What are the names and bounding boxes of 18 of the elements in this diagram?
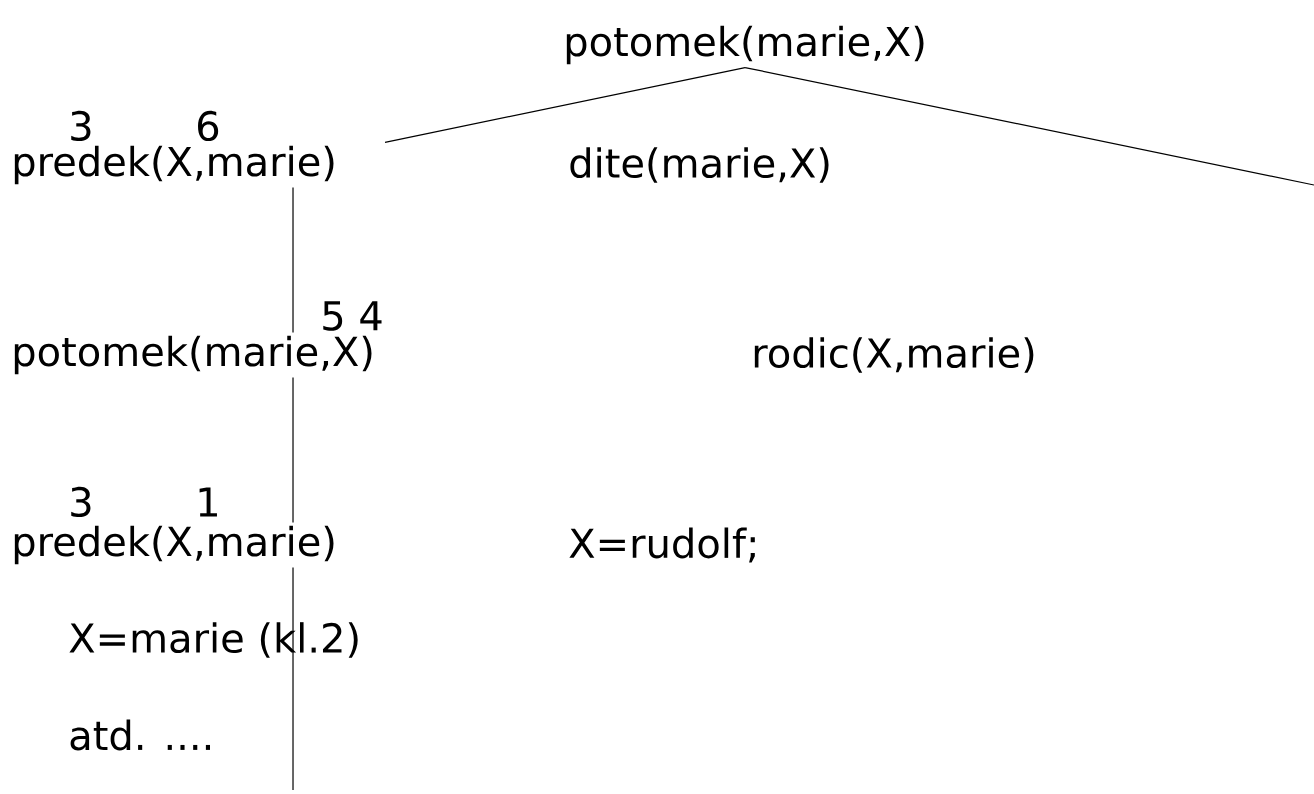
branch-number: 3 — [71, 486, 91, 518]
branch-number: 3 — [71, 110, 91, 142]
term-text: X=rudolf; — [569, 527, 755, 563]
tree-line — [292, 376, 294, 524]
term-text: potomek(marie,X) — [14, 335, 372, 375]
tree-line — [292, 566, 294, 791]
branch-number: 1 — [199, 487, 217, 517]
branch-number: 6 — [198, 110, 219, 142]
term-text: predek(X,marie) — [14, 145, 334, 185]
tree-line — [744, 66, 1314, 186]
tree-line — [292, 186, 294, 334]
term-text: predek(X,marie) — [14, 525, 334, 565]
term-text: rodic(X,marie) — [754, 337, 1034, 373]
term-text: dite(marie,X) — [570, 147, 829, 183]
branch-number: atd. .... — [70, 719, 210, 751]
branch-number: 5 4 — [323, 301, 382, 331]
tree-line — [384, 66, 746, 144]
term-text: potomek(marie,X) — [566, 25, 924, 65]
